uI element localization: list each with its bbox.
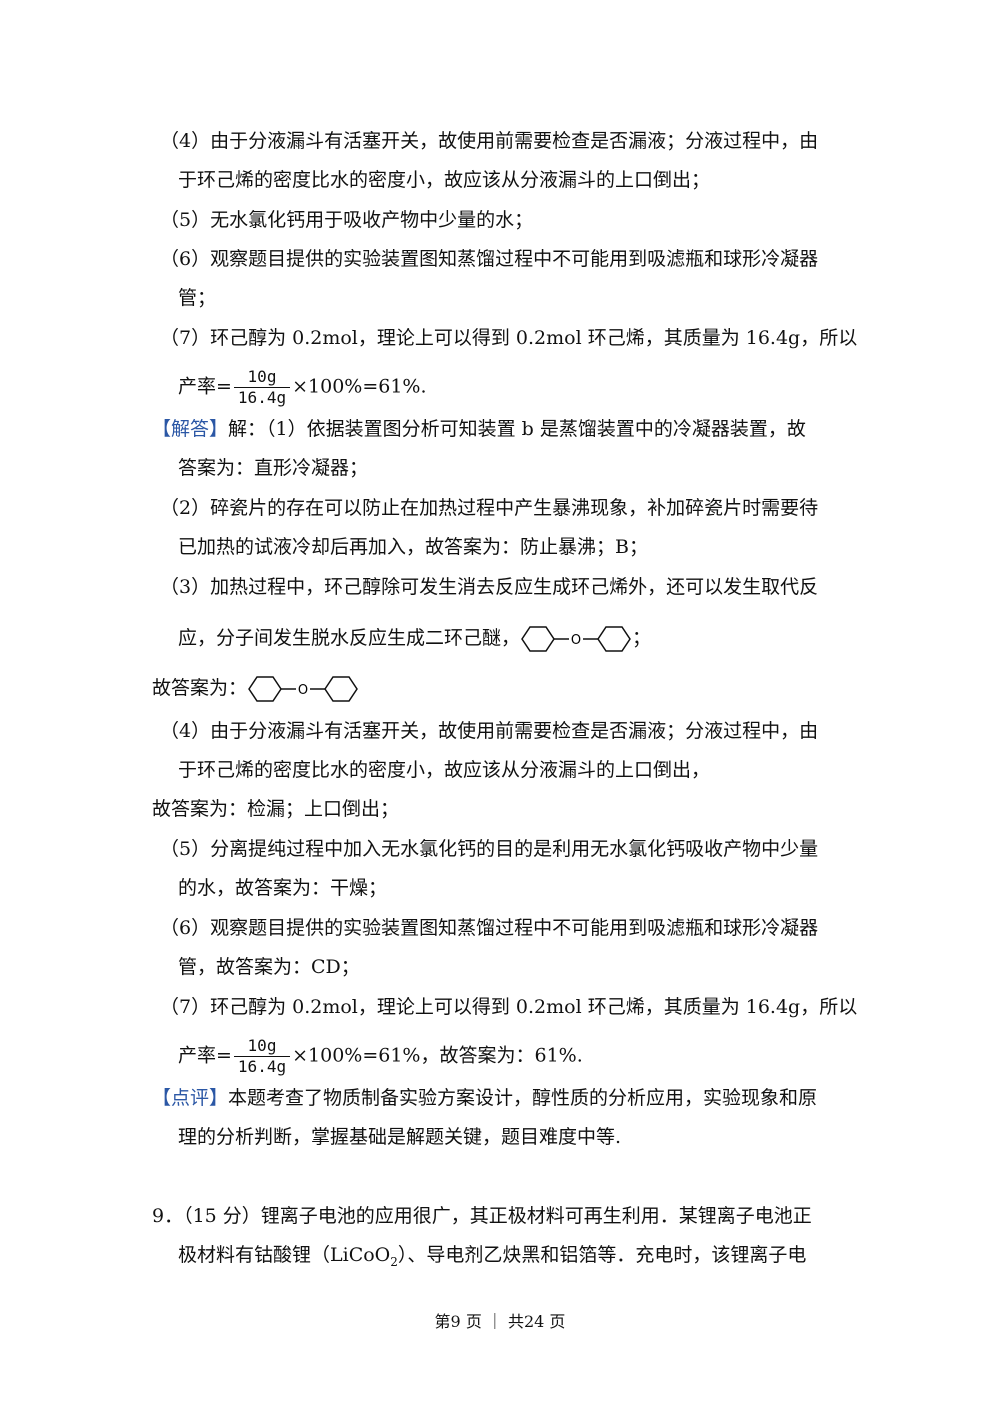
fraction-denominator: 16.4g xyxy=(233,387,291,408)
line-6-a: （6）观察题目提供的实验装置图知蒸馏过程中不可能用到吸滤瓶和球形冷凝器 xyxy=(160,248,819,270)
line-4-a: （4）由于分液漏斗有活塞开关，故使用前需要检查是否漏液；分液过程中，由 xyxy=(160,130,819,152)
fraction-denominator: 16.4g xyxy=(233,1056,291,1077)
question-9-b: 极材料有钴酸锂（LiCoO2）、导电剂乙炔黑和铝箔等．充电时，该锂离子电 xyxy=(178,1242,806,1275)
oxygen-atom: O xyxy=(571,633,581,648)
subscript: 2 xyxy=(390,1254,398,1269)
answer-tag: 【解答】 xyxy=(152,418,229,440)
yield-label: 产率= xyxy=(178,1044,232,1067)
question-9-a: 9．（15 分）锂离子电池的应用很广，其正极材料可再生利用．某锂离子电池正 xyxy=(152,1205,812,1227)
answer-1-text: 解：（1）依据装置图分析可知装置 b 是蒸馏装置中的冷凝器装置，故 xyxy=(228,418,806,440)
yield-result: ×100%=61%，故答案为：61%. xyxy=(292,1044,583,1067)
comment-tag: 【点评】 xyxy=(152,1087,229,1109)
answer-intro: 【解答】解：（1）依据装置图分析可知装置 b 是蒸馏装置中的冷凝器装置，故 xyxy=(152,416,806,442)
answer-5-a: （5）分离提纯过程中加入无水氯化钙的目的是利用无水氯化钙吸收产物中少量 xyxy=(160,838,819,860)
answer-6-a: （6）观察题目提供的实验装置图知蒸馏过程中不可能用到吸滤瓶和球形冷凝器 xyxy=(160,917,819,939)
question-9-b-rest: ）、导电剂乙炔黑和铝箔等．充电时，该锂离子电 xyxy=(397,1244,807,1266)
answer-5-b: 的水，故答案为：干燥； xyxy=(178,877,388,899)
answer-6-b: 管，故答案为：CD； xyxy=(178,956,360,978)
oxygen-atom: O xyxy=(298,683,308,698)
answer-3-b-end: ； xyxy=(632,627,652,649)
page-footer: 第9 页 ｜ 共24 页 xyxy=(434,1312,566,1331)
answer-3-a: （3）加热过程中，环己醇除可发生消去反应生成环己烯外，还可以发生取代反 xyxy=(160,576,819,598)
answer-3-b-text: 应，分子间发生脱水反应生成二环己醚， xyxy=(178,627,521,649)
answer-4-a: （4）由于分液漏斗有活塞开关，故使用前需要检查是否漏液；分液过程中，由 xyxy=(160,720,819,742)
line-5: （5）无水氯化钙用于吸收产物中少量的水； xyxy=(160,209,534,231)
dicyclohexyl-ether-structure: O xyxy=(521,626,631,652)
comment: 【点评】本题考查了物质制备实验方案设计，醇性质的分析应用，实验现象和原 xyxy=(152,1085,817,1111)
line-4-b: 于环己烯的密度比水的密度小，故应该从分液漏斗的上口倒出； xyxy=(178,169,711,191)
dicyclohexyl-ether-structure-answer: O xyxy=(248,676,358,702)
yield-result: ×100%=61%. xyxy=(292,375,427,398)
answer-7-a: （7）环己醇为 0.2mol，理论上可以得到 0.2mol 环己烯，其质量为 1… xyxy=(160,996,858,1018)
answer-4-c: 故答案为：检漏；上口倒出； xyxy=(152,798,400,820)
fraction-numerator: 10g xyxy=(247,1036,277,1055)
comment-b: 理的分析判断，掌握基础是解题关键，题目难度中等. xyxy=(178,1126,622,1148)
question-9-b-text: 极材料有钴酸锂（LiCoO xyxy=(178,1244,391,1266)
answer-3-b: 应，分子间发生脱水反应生成二环己醚， O ； xyxy=(178,624,651,654)
answer-3-c-text: 故答案为： xyxy=(152,677,248,699)
line-7-a: （7）环己醇为 0.2mol，理论上可以得到 0.2mol 环己烯，其质量为 1… xyxy=(160,327,858,349)
comment-text: 本题考查了物质制备实验方案设计，醇性质的分析应用，实验现象和原 xyxy=(228,1087,818,1109)
yield-label: 产率= xyxy=(178,375,232,398)
answer-2-b: 已加热的试液冷却后再加入，故答案为：防止暴沸；B； xyxy=(178,536,648,558)
fraction-numerator: 10g xyxy=(247,367,277,386)
answer-3-c: 故答案为： O xyxy=(152,674,359,704)
answer-4-b: 于环己烯的密度比水的密度小，故应该从分液漏斗的上口倒出， xyxy=(178,759,711,781)
answer-2-a: （2）碎瓷片的存在可以防止在加热过程中产生暴沸现象，补加碎瓷片时需要待 xyxy=(160,497,819,519)
line-6-b: 管； xyxy=(178,287,217,309)
answer-1-b: 答案为：直形冷凝器； xyxy=(178,457,369,479)
